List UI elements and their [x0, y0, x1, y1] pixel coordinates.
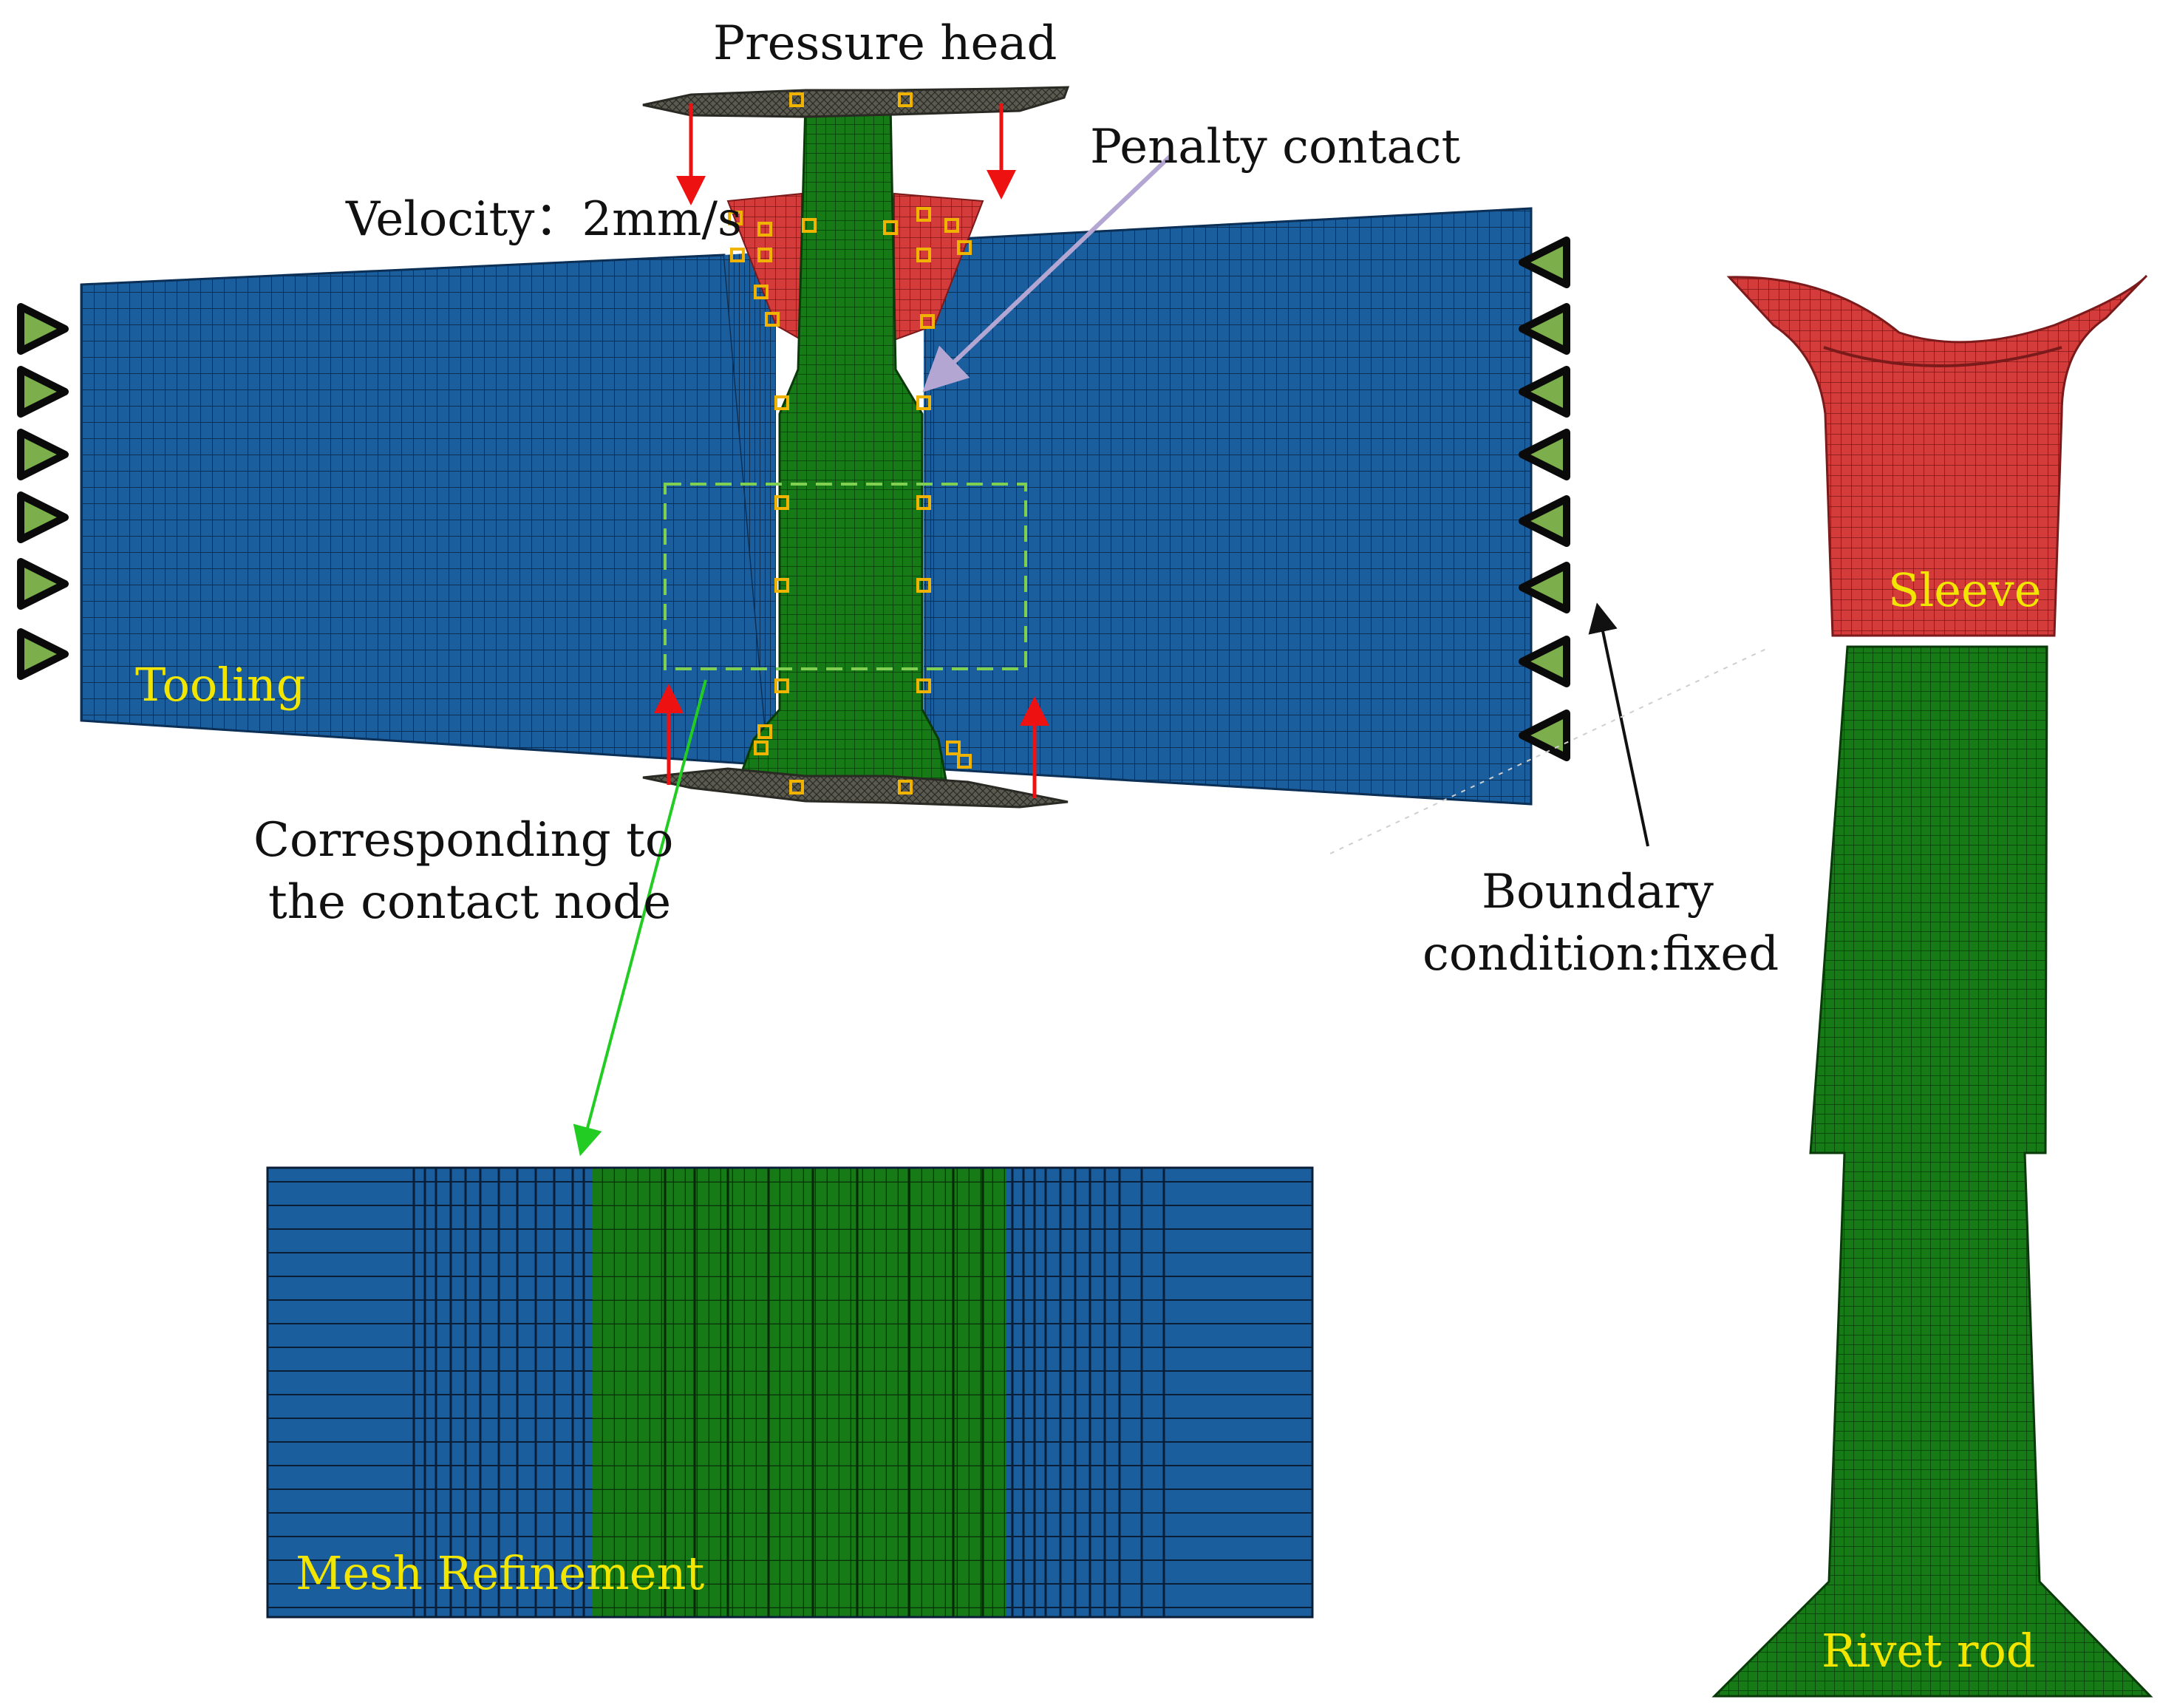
- triangle-marker-icon: [17, 628, 69, 680]
- square-node-icon: [728, 211, 743, 225]
- triangle-marker-icon: [1519, 636, 1570, 687]
- triangle-marker-icon: [1519, 710, 1570, 761]
- sleeve-part: [1726, 274, 2148, 637]
- corresponding-label-line1: Corresponding to: [253, 813, 673, 868]
- square-node-icon: [916, 678, 931, 693]
- triangle-marker-icon: [1519, 366, 1570, 418]
- square-node-icon: [774, 578, 789, 593]
- tooling-label: Tooling: [135, 658, 305, 712]
- contact-node-leader: [573, 679, 707, 1157]
- rivet-rod-part: [1711, 645, 2153, 1698]
- boundary-markers-left: [17, 303, 69, 680]
- triangle-marker-icon: [1519, 562, 1570, 613]
- square-node-icon: [916, 207, 931, 222]
- pressure-head-bottom: [642, 767, 1069, 809]
- square-node-icon: [916, 395, 931, 410]
- tooling-hole-left-wall: [724, 251, 776, 769]
- square-node-icon: [916, 495, 931, 510]
- square-node-icon: [765, 312, 780, 327]
- velocity-arrows: [654, 103, 1049, 798]
- refine-left-blue: [268, 1168, 593, 1617]
- square-node-icon: [916, 248, 931, 262]
- contact-nodes: [728, 92, 972, 795]
- refine-vertical-lines: [412, 1168, 1165, 1617]
- square-node-icon: [916, 578, 931, 593]
- square-node-icon: [774, 495, 789, 510]
- square-node-icon: [754, 285, 769, 299]
- sleeve-label: Sleeve: [1888, 563, 2041, 617]
- square-node-icon: [789, 92, 804, 107]
- square-node-icon: [757, 248, 772, 262]
- square-node-icon: [802, 218, 817, 233]
- triangle-marker-icon: [17, 366, 69, 418]
- square-node-icon: [920, 314, 935, 329]
- refine-center-green: [593, 1168, 1006, 1617]
- pressure-head-label: Pressure head: [713, 16, 1057, 71]
- triangle-marker-icon: [17, 429, 69, 480]
- refine-right-blue: [1006, 1168, 1312, 1617]
- mesh-refinement-view: [266, 1166, 1314, 1619]
- triangle-marker-icon: [1519, 495, 1570, 547]
- boundary-label-line1: Boundary: [1482, 865, 1714, 919]
- penalty-contact-leader: [922, 153, 1173, 392]
- mesh-refinement-label: Mesh Refinement: [296, 1546, 704, 1600]
- square-node-icon: [946, 741, 961, 755]
- velocity-label: Velocity：2mm/s: [345, 192, 742, 247]
- boundary-markers-right: [1519, 237, 1570, 761]
- triangle-marker-icon: [1519, 237, 1570, 288]
- square-node-icon: [789, 780, 804, 795]
- pressure-head-top: [642, 86, 1070, 118]
- corresponding-label-line2: the contact node: [268, 875, 671, 930]
- square-node-icon: [898, 92, 913, 107]
- square-node-icon: [883, 220, 898, 235]
- triangle-marker-icon: [17, 558, 69, 610]
- penalty-contact-label: Penalty contact: [1090, 120, 1460, 174]
- triangle-marker-icon: [17, 303, 69, 355]
- triangle-marker-icon: [1519, 303, 1570, 355]
- square-node-icon: [774, 395, 789, 410]
- square-node-icon: [757, 724, 772, 739]
- refinement-region-box: [664, 483, 1027, 670]
- square-node-icon: [754, 741, 769, 755]
- faint-separator-line: [1329, 648, 1767, 854]
- triangle-marker-icon: [1519, 429, 1570, 480]
- square-node-icon: [757, 222, 772, 237]
- square-node-icon: [944, 218, 959, 233]
- square-node-icon: [730, 248, 745, 262]
- square-node-icon: [957, 240, 972, 255]
- rivet-rod-label: Rivet rod: [1822, 1624, 2036, 1678]
- boundary-condition-leader: [1588, 602, 1649, 847]
- square-node-icon: [774, 678, 789, 693]
- square-node-icon: [898, 780, 913, 795]
- triangle-marker-icon: [17, 491, 69, 543]
- boundary-label-line2: condition:fixed: [1423, 927, 1779, 981]
- square-node-icon: [957, 754, 972, 769]
